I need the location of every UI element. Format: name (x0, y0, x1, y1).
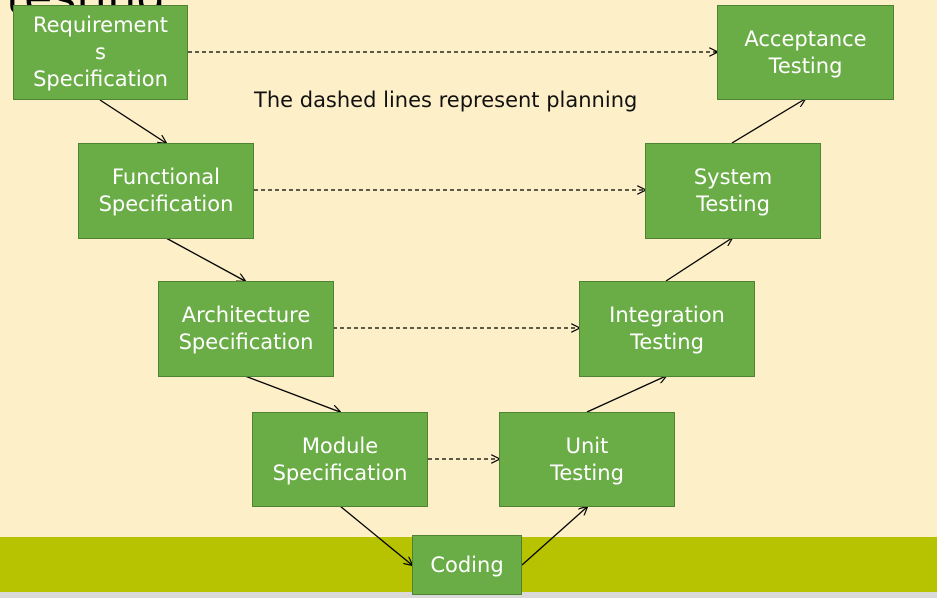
flow-arrow-unit-to-integration (586, 376, 666, 413)
module-specification-box: Module Specification (252, 412, 428, 507)
box-line: Functional (111, 165, 221, 189)
box-line: s (95, 40, 106, 64)
acceptance-testing-box: Acceptance Testing (717, 5, 894, 100)
functional-specification-box: Functional Specification (78, 143, 254, 239)
planning-caption: The dashed lines represent planning (254, 88, 638, 112)
box-line: Unit (565, 433, 609, 458)
box-line: Testing (768, 53, 843, 78)
coding-box: Coding (412, 535, 522, 595)
flow-arrow-requirements-to-functional (99, 99, 166, 143)
box-line: Specification (178, 330, 314, 354)
box-line: Specification (98, 192, 234, 216)
box-line: Specification (272, 460, 408, 485)
box-line: Architecture (181, 303, 311, 327)
requirements-specification-box: Requirement s Specification (13, 5, 188, 100)
box-line: Coding (430, 552, 504, 577)
box-line: Testing (696, 192, 770, 216)
box-line: Specification (33, 67, 168, 91)
flow-arrow-functional-to-architecture (165, 237, 245, 281)
system-testing-box: System Testing (645, 143, 821, 239)
flow-arrow-integration-to-system (665, 238, 732, 282)
box-line: System (693, 165, 773, 189)
architecture-specification-box: Architecture Specification (158, 281, 334, 377)
flow-arrow-coding-to-unit (521, 507, 587, 566)
flow-arrow-architecture-to-module (244, 375, 340, 412)
slide-footer-strip (0, 592, 937, 598)
box-line: Testing (550, 460, 624, 485)
box-line: Integration (609, 303, 725, 327)
box-line: Requirement (32, 13, 169, 37)
integration-testing-box: Integration Testing (579, 281, 755, 377)
unit-testing-box: Unit Testing (499, 412, 675, 507)
flow-arrow-system-to-acceptance (731, 99, 805, 144)
flow-arrow-module-to-coding (339, 505, 412, 565)
box-line: Acceptance (744, 26, 867, 51)
box-line: Module (301, 433, 379, 458)
box-line: Testing (630, 330, 704, 354)
